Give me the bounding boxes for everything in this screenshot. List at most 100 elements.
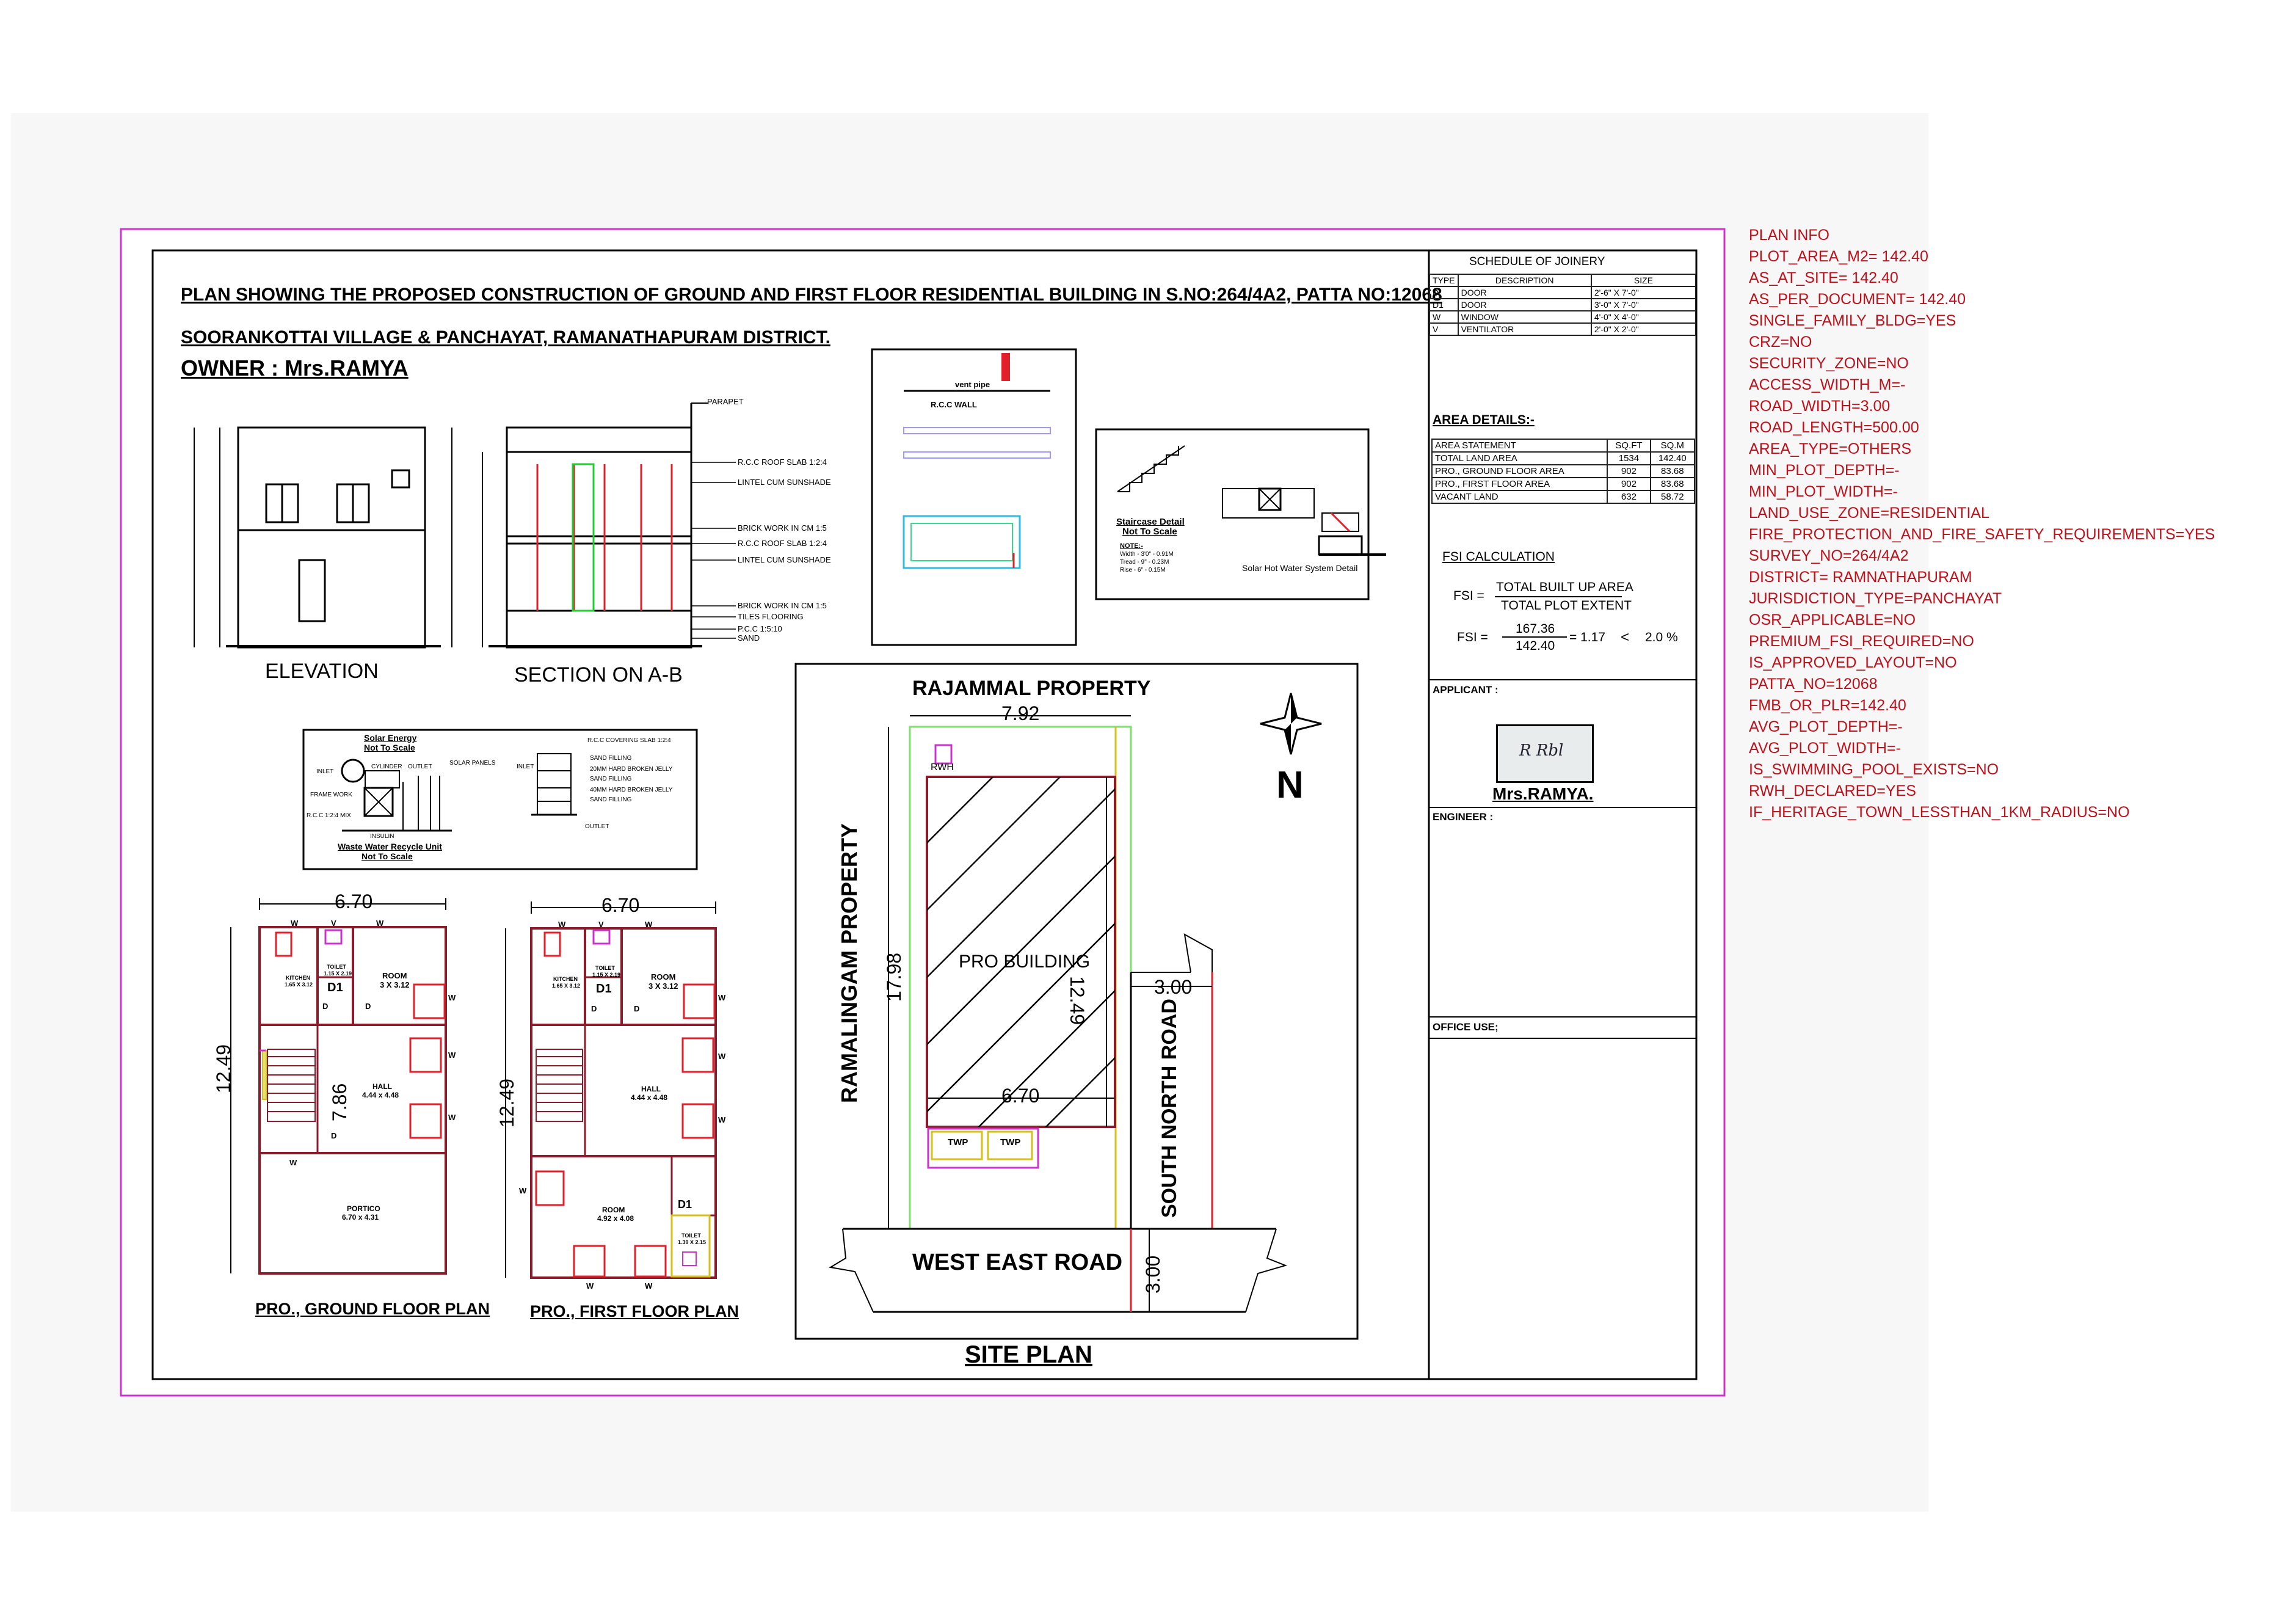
waste-label: 20MM HARD BROKEN JELLY [590,766,673,773]
plan-info-line: LAND_USE_ZONE=RESIDENTIAL [1749,504,1989,522]
area-cell: 902 [1607,464,1651,478]
site-twp-label: TWP [1000,1137,1021,1148]
waste-water-title: Waste Water Recycle Unit [338,842,442,851]
ff-door-label: D [591,1004,597,1013]
ff-kitchen-size: 1.65 X 3.12 [552,983,581,989]
caption-first-floor: PRO., FIRST FLOOR PLAN [530,1302,739,1320]
caption-elevation: ELEVATION [265,660,379,683]
fsi-compare: < [1621,629,1630,646]
fsi-numerator-value: 167.36 [1516,622,1555,636]
plan-info-line: SINGLE_FAMILY_BLDG=YES [1749,312,1956,329]
area-cell: 1534 [1607,451,1651,465]
site-east-road: SOUTH NORTH ROAD [1158,999,1181,1218]
plan-info-line: MIN_PLOT_WIDTH=- [1749,483,1898,500]
solar-label: CYLINDER [371,763,402,770]
site-west-property: RAMALINGAM PROPERTY [837,823,862,1103]
elevation-drawing [194,426,441,649]
site-rwh-label: RWH [931,762,954,773]
gf-room-size: 3 X 3.12 [380,980,410,989]
fsi-result: = 1.17 [1569,630,1605,644]
gf-window-label: W [291,919,299,928]
joinery-table: TYPE DESCRIPTION SIZE D DOOR 2'-6" X 7'-… [1429,274,1697,336]
area-cell: TOTAL LAND AREA [1431,451,1608,465]
site-north-property: RAJAMMAL PROPERTY [912,677,1151,700]
site-south-road: WEST EAST ROAD [912,1250,1123,1275]
rwh-vent-pipe-label: vent pipe [955,380,990,389]
joinery-cell: 2'-6" X 7'-0" [1590,286,1697,299]
gf-door-label: D [322,1002,329,1011]
ff-door-label: D [634,1004,640,1013]
joinery-header-row: TYPE DESCRIPTION SIZE [1429,274,1697,287]
joinery-header: TYPE [1429,274,1459,287]
plan-info-line: FMB_OR_PLR=142.40 [1749,697,1906,714]
gf-depth-dim: 12.49 [213,1044,234,1093]
staircase-title: Staircase Detail [1116,517,1185,527]
staircase-rise: Rise - 6" - 0.15M [1120,567,1166,573]
gf-hall-depth-dim: 7.86 [329,1083,351,1121]
area-table: AREA STATEMENT SQ.FT SQ.M TOTAL LAND ARE… [1431,439,1696,504]
fsi-label-2: FSI = [1457,630,1488,644]
area-row: PRO., FIRST FLOOR AREA 902 83.68 [1431,477,1696,491]
section-note: SAND [738,633,760,643]
fsi-heading: FSI CALCULATION [1442,550,1555,564]
waste-label: INLET [517,763,534,770]
section-note: PARAPET [707,397,744,406]
fsi-fraction-bar [1495,596,1622,597]
ff-window-label: W [718,1052,726,1061]
staircase-note: NOTE:- [1120,542,1143,550]
ff-window-label: W [645,1281,653,1291]
waste-label: SAND FILLING [590,796,632,803]
plan-info-line: AREA_TYPE=OTHERS [1749,440,1912,457]
signature-box [1496,724,1594,783]
ff-vent-label: V [598,920,604,929]
staircase-scale: Not To Scale [1122,526,1177,537]
area-cell: 58.72 [1649,490,1696,504]
joinery-cell: 2'-0" X 2'-0" [1590,322,1697,336]
section-note: R.C.C ROOF SLAB 1:2:4 [738,457,827,467]
ff-toilet-size: 1.15 X 2.19 [592,972,621,978]
waste-label: 40MM HARD BROKEN JELLY [590,787,673,793]
area-cell: 83.68 [1649,464,1696,478]
plan-info-line: JURISDICTION_TYPE=PANCHAYAT [1749,590,2002,607]
rwh-detail [871,348,1077,646]
ff-window-label: W [718,1115,726,1124]
ff-window-label: W [645,920,653,929]
ff-window-label: W [558,920,566,929]
area-header-row: AREA STATEMENT SQ.FT SQ.M [1431,439,1696,453]
plan-info-line: PLOT_AREA_M2= 142.40 [1749,248,1928,265]
ff-depth-dim: 12.49 [496,1078,518,1127]
ff-toilet2-size: 1.39 X 2.15 [678,1239,707,1245]
joinery-row: D DOOR 2'-6" X 7'-0" [1429,286,1697,299]
caption-ground-floor: PRO., GROUND FLOOR PLAN [255,1300,490,1318]
area-cell: 83.68 [1649,477,1696,491]
joinery-cell: D1 [1429,298,1459,311]
gf-kitchen-label: KITCHEN [286,975,310,981]
ff-door1-label: D1 [596,982,612,996]
area-cell: 142.40 [1649,451,1696,465]
ff-hall-label: HALL [641,1085,661,1093]
rwh-rcc-wall-label: R.C.C WALL [931,400,977,409]
ff-width-dim: 6.70 [601,894,640,916]
solar-energy-scale: Not To Scale [364,743,415,752]
area-row: VACANT LAND 632 58.72 [1431,490,1696,504]
section-note: BRICK WORK IN CM 1:5 [738,523,827,533]
fsi-denominator: TOTAL PLOT EXTENT [1501,599,1632,613]
ff-window-label: W [718,993,726,1002]
site-twp-label: TWP [948,1137,968,1148]
plan-info-line: PATTA_NO=12068 [1749,675,1878,693]
gf-door-label: D [331,1131,337,1140]
plan-info-line: ROAD_WIDTH=3.00 [1749,398,1891,415]
area-header: AREA STATEMENT [1431,439,1608,453]
drawing-owner: OWNER : Mrs.RAMYA [181,355,409,381]
site-south-road-width-dim: 3.00 [1142,1255,1164,1294]
gf-portico-label: PORTICO [347,1204,380,1213]
gf-window-label: W [448,1051,456,1060]
solar-label: OUTLET [408,763,432,770]
gf-toilet-label: TOILET [327,964,346,970]
gf-room-label: ROOM [382,971,407,980]
fsi-limit: 2.0 % [1645,630,1678,644]
gf-window-label: W [376,919,384,928]
section-note: LINTEL CUM SUNSHADE [738,478,831,487]
solar-label: FRAME WORK [310,792,352,798]
section-drawing [451,402,708,649]
